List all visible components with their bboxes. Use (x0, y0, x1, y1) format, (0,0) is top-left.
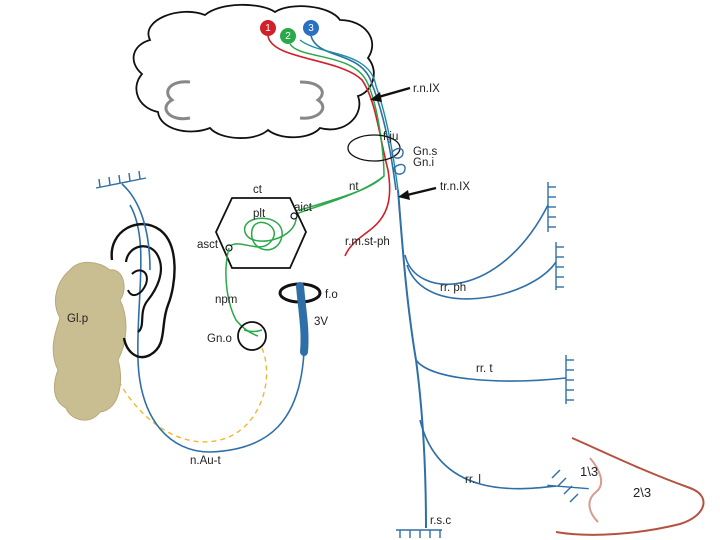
label-foramen-ovale: f.o (325, 289, 338, 301)
branch-tonsillar (415, 359, 567, 382)
ending-pharyngeal-2 (555, 242, 564, 290)
label-ct: ct (253, 184, 263, 196)
otic-ganglion (237, 321, 267, 351)
red-fiber (267, 35, 391, 257)
label-jugular-foramen: f.ju (383, 131, 398, 143)
nucleus-1 (260, 20, 276, 36)
arrow-trunk (398, 186, 437, 200)
label-parotid: Gl.p (67, 313, 88, 325)
nucleus-2-label: 2 (285, 31, 291, 42)
label-lingual-branches: rr. l (465, 474, 481, 486)
mandibular-nerve-v3 (296, 282, 309, 356)
tympanic-nerve (295, 175, 385, 215)
label-one-third: 1\3 (580, 464, 598, 479)
label-aict: aict (294, 202, 313, 214)
label-trunk: tr.n.IX (440, 181, 470, 193)
brain-outline (132, 3, 375, 139)
tympanic-plexus (229, 213, 297, 251)
auricle-concha (127, 269, 148, 297)
nucleus-3-label: 3 (308, 23, 314, 34)
label-v3: 3V (314, 316, 328, 328)
label-stylopharyngeal: r.m.st-ph (345, 236, 390, 248)
auricle-outer (110, 222, 176, 359)
otic-to-gland-dashed (117, 347, 268, 443)
label-plt: plt (253, 208, 266, 220)
otic-ganglion-fibers (243, 329, 263, 333)
tympanic-plexus-frame (215, 197, 307, 269)
nucleus-3 (303, 20, 319, 36)
ending-pharyngeal-1 (547, 182, 556, 232)
nucleus-1-label: 1 (265, 23, 271, 34)
parotid-gland (52, 262, 127, 421)
tongue-divider (588, 457, 603, 523)
label-otic-ganglion: Gn.o (207, 333, 232, 345)
nerve-trunk (397, 189, 427, 529)
teal-fiber (299, 39, 399, 191)
tongue-outline (555, 437, 705, 536)
label-root: r.n.IX (413, 83, 440, 95)
label-nt: nt (349, 181, 359, 193)
label-superior-ganglion: Gn.s (413, 146, 438, 158)
label-npm: npm (215, 294, 237, 306)
branch-pharyngeal-1 (404, 204, 549, 285)
auriculotemporal-nerve (129, 204, 305, 453)
label-auriculotemporal: n.Au-t (190, 455, 221, 467)
label-tonsillar-branches: rr. t (476, 363, 493, 375)
superior-ganglion (391, 147, 404, 159)
label-pharyngeal-branches: rr. ph (440, 282, 466, 294)
branch-lingual (419, 419, 557, 490)
nucleus-2 (280, 28, 296, 44)
inferior-ganglion (393, 163, 406, 175)
plexus-node-right (290, 212, 298, 220)
ending-auriculotemporal (95, 170, 147, 189)
label-inferior-ganglion: Gn.i (413, 157, 434, 169)
brain-gyrus-right (299, 80, 325, 120)
auricle-inner (124, 245, 163, 333)
ending-tonsillar (565, 355, 574, 404)
lesser-petrosal-nerve (225, 247, 259, 337)
branch-pharyngeal-2 (406, 261, 557, 300)
label-asct: asct (197, 239, 219, 251)
arrow-root (370, 86, 411, 102)
label-two-thirds: 2\3 (633, 485, 651, 500)
ending-carotid-sinus (396, 529, 442, 538)
ending-lingual (547, 469, 589, 503)
brain-gyrus-left (164, 80, 191, 121)
label-carotid-sinus: r.s.c (430, 515, 451, 527)
auriculotemporal-superior (121, 183, 151, 271)
